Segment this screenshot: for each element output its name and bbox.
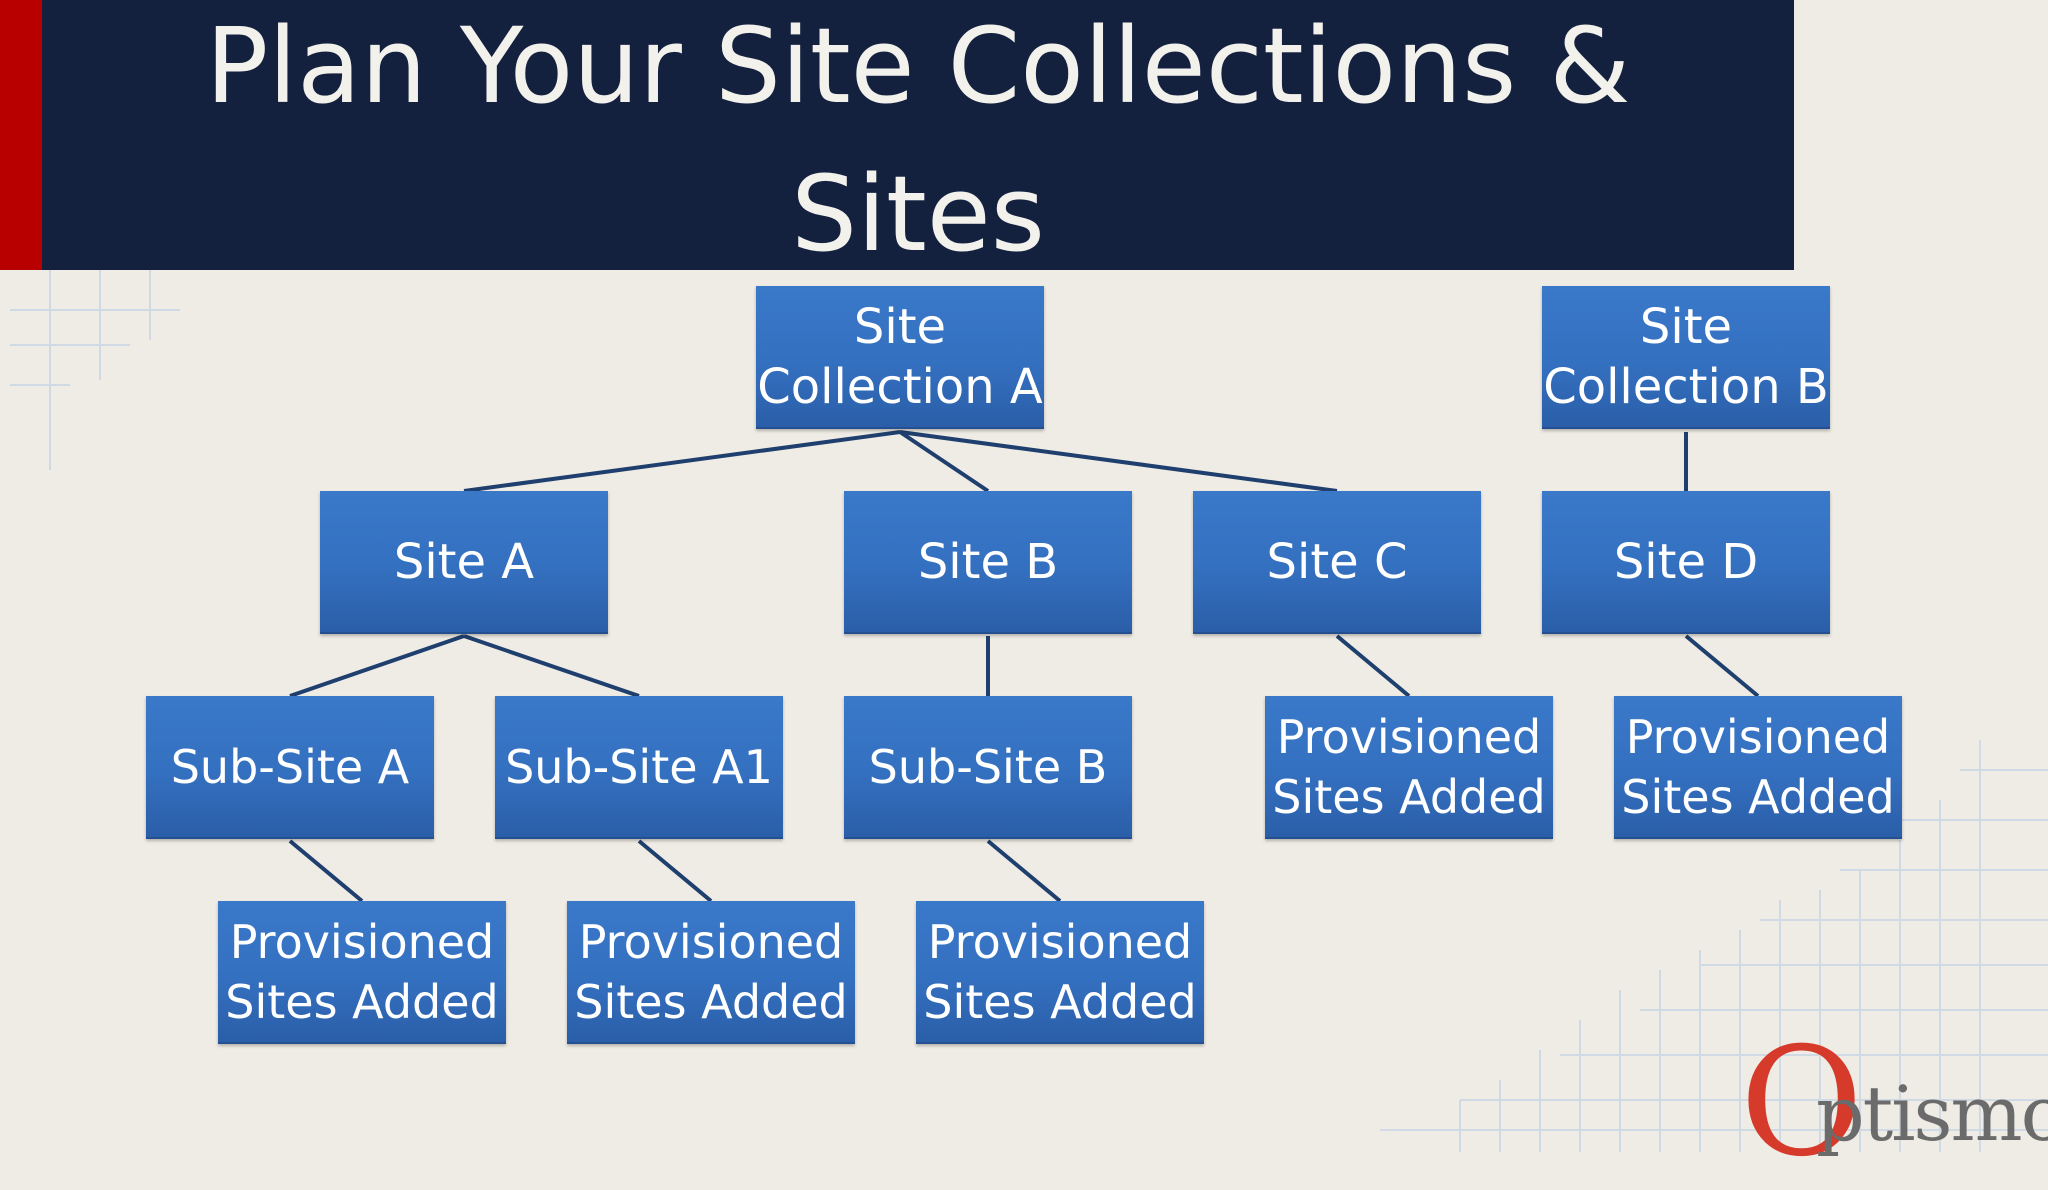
node-provisioned-sub-site-a: Provisioned Sites Added (218, 901, 506, 1044)
node-site-collection-b: Site Collection B (1542, 286, 1830, 429)
connector-site-a-sub-a (289, 634, 465, 698)
connector-sca-site-a (463, 430, 901, 493)
connector-site-d-prov (1684, 634, 1760, 698)
logo-wordmark: ptismo (1816, 1069, 2048, 1158)
connector-site-a-sub-a1 (463, 634, 640, 698)
connector-site-c-prov (1335, 634, 1411, 698)
slide-title: Plan Your Site Collections & Sites (205, 5, 1631, 275)
node-provisioned-sub-site-b: Provisioned Sites Added (916, 901, 1204, 1044)
node-sub-site-a: Sub-Site A (146, 696, 434, 839)
node-site-collection-a: Site Collection A (756, 286, 1044, 429)
connector-sub-a1-prov (637, 839, 713, 903)
title-bar: Plan Your Site Collections & Sites (42, 0, 1794, 275)
connector-sca-site-b (898, 430, 990, 493)
connector-lines (288, 430, 1760, 903)
node-site-d: Site D (1542, 491, 1830, 634)
connector-sub-a-prov (288, 839, 364, 903)
node-site-c: Site C (1193, 491, 1481, 634)
node-provisioned-site-d: Provisioned Sites Added (1614, 696, 1902, 839)
accent-bar (0, 0, 42, 270)
node-site-b: Site B (844, 491, 1132, 634)
connector-sca-site-c (899, 430, 1338, 493)
node-provisioned-sub-site-a1: Provisioned Sites Added (567, 901, 855, 1044)
node-provisioned-site-c: Provisioned Sites Added (1265, 696, 1553, 839)
node-sub-site-b: Sub-Site B (844, 696, 1132, 839)
optismo-logo: O ptismo (1740, 1028, 2048, 1178)
background-grid (10, 270, 2048, 1152)
node-sub-site-a1: Sub-Site A1 (495, 696, 783, 839)
connector-sub-b-prov (986, 839, 1062, 903)
node-site-a: Site A (320, 491, 608, 634)
